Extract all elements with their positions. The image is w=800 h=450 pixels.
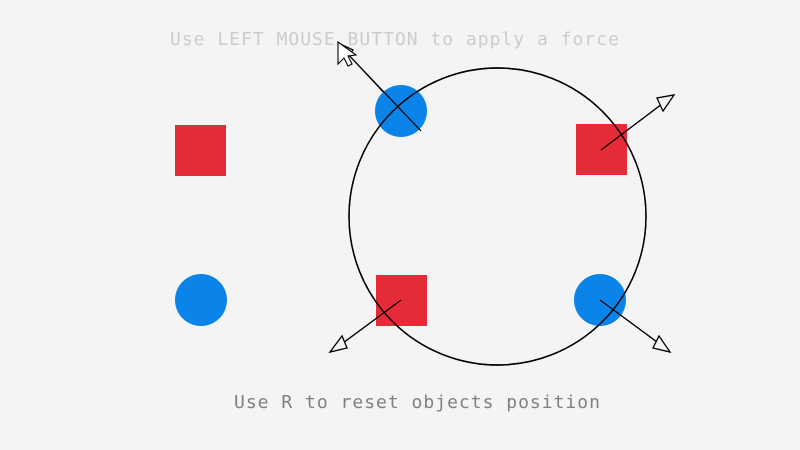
circle-top[interactable] (375, 85, 427, 137)
arrowhead-up-right (656, 94, 676, 113)
hint-text-top: Use LEFT MOUSE BUTTON to apply a force (170, 29, 620, 50)
square-right[interactable] (576, 124, 627, 175)
hint-text-bottom: Use R to reset objects position (234, 392, 601, 413)
square-left[interactable] (175, 125, 226, 176)
circle-bottom-left[interactable] (175, 274, 227, 326)
arrowhead-down-left (328, 334, 348, 353)
square-center-bottom[interactable] (376, 275, 427, 326)
arrowhead-down-right (652, 334, 672, 353)
circle-bottom-right[interactable] (574, 274, 626, 326)
